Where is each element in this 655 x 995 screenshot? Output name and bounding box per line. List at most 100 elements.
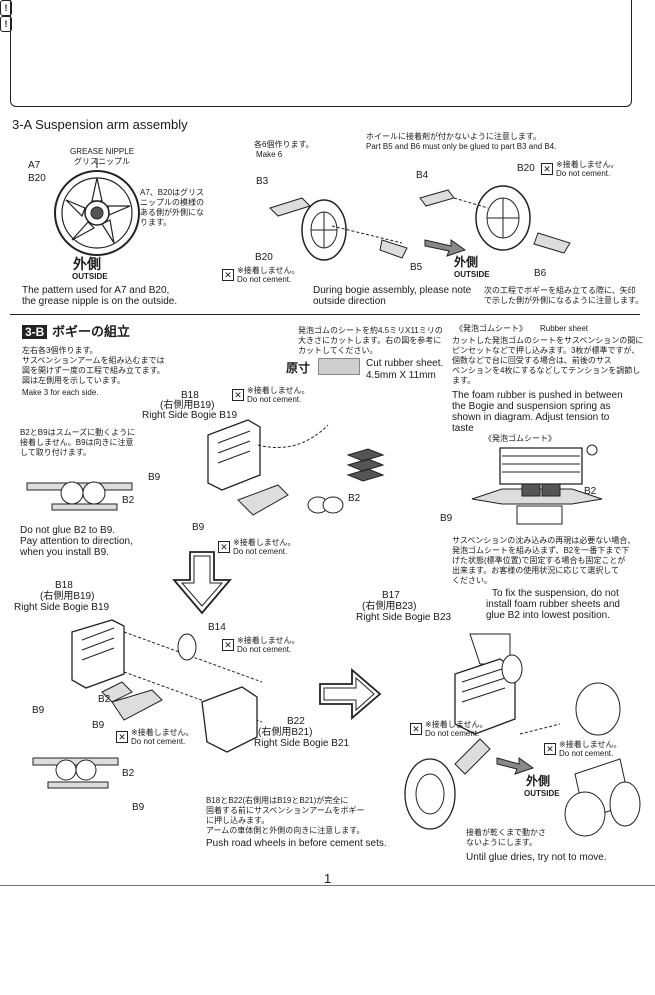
label-lower-b18: B18	[55, 580, 73, 591]
label-b9-right: B9	[440, 513, 453, 524]
no-glue-icon: ✕	[541, 163, 553, 175]
step-right-arrow-icon	[319, 668, 382, 720]
intro-jp-2: サスペンションアームを組み込むまでは	[22, 356, 165, 365]
sheet-jp-2: ピンセットなどで押し込みます。3枚が標準ですが、	[452, 346, 640, 355]
arm-b4-assembly-illustration	[419, 185, 571, 254]
fix-jp-3: げた状態(標準位置)で固定する場合も固定ことが	[452, 556, 626, 565]
label-lower-b2-2: B2	[122, 768, 135, 779]
push-jp-3: に押し込みます。	[206, 816, 270, 825]
outside-arrow-icon	[424, 239, 467, 257]
push-en: Push road wheels in before cement sets.	[206, 838, 387, 849]
label-lower-b2: B2	[98, 694, 111, 705]
label-b17: B17	[382, 590, 400, 601]
no-cement-3b-top: ✕ ※接着しません。 Do not cement.	[232, 386, 309, 404]
note-jp-4: ります。	[140, 218, 172, 227]
warning-jp: ホイールに接着剤が付かないように注意します。	[366, 132, 542, 141]
intro-jp-3: 図を開けず一度の工程で組み立てます。	[22, 366, 165, 375]
label-b2-left: B2	[122, 495, 135, 506]
no-cement-3b-lower: ✕ ※接着しません。 Do not cement.	[222, 636, 299, 654]
label-b22: B22	[287, 716, 305, 727]
during-1: During bogie assembly, please note	[313, 285, 472, 296]
rubber-jp-1: 発泡ゴムのシートを約4.5ミリX11ミリの	[298, 326, 443, 335]
label-b22-right: (右側用B21)	[258, 727, 313, 738]
fix-jp-4: 出来ます。お客様の使用状況に応じて選択して	[452, 566, 619, 575]
road-wheel-illustration	[54, 158, 140, 256]
note-b2-3: when you install B9.	[20, 547, 109, 558]
warning-icon: !	[0, 0, 12, 16]
outside-en-3a-right: OUTSIDE	[454, 270, 490, 279]
grease-nipple-jp: グリスニップル	[74, 157, 130, 166]
push-jp-4: アームの車体側と外側の向きに注意します。	[206, 826, 365, 835]
label-b20-mid: B20	[255, 252, 273, 263]
label-b4: B4	[416, 170, 429, 181]
label-b20: B20	[28, 173, 46, 184]
outside-jp-3a: 外側	[73, 256, 101, 272]
label-lower-b18-en: Right Side Bogie B19	[14, 602, 110, 613]
label-b3: B3	[256, 176, 269, 187]
no-cement-3b-lower-2: ✕ ※接着しません。 Do not cement.	[116, 728, 193, 746]
push-jp-1: B18とB22(右側用はB19とB21)が完全に	[206, 796, 349, 805]
fix-jp-1: サスペンションの沈み込みの再現は必要ない場合、	[452, 536, 636, 545]
b2b9-jp-2: 接着しません。B9は向きに注意	[20, 438, 134, 447]
fix-en-2: install foam rubber sheets and	[486, 599, 620, 610]
note-jp-3: ある側が外側にな	[140, 208, 204, 217]
rubber-jp-3: カットしてください。	[298, 346, 378, 355]
no-cement-3b-mid: ✕ ※接着しません。 Do not cement.	[218, 538, 295, 556]
dry-jp-2: ないようにします。	[466, 838, 538, 847]
label-b20-right: B20	[517, 163, 535, 174]
fix-jp-2: 発泡ゴムシートを組み込まず、B2を一番下まで下	[452, 546, 630, 555]
grease-nipple-en: GREASE NIPPLE	[70, 147, 135, 156]
warning-en: Part B5 and B6 must only be glued to par…	[366, 142, 557, 151]
no-glue-icon: ✕	[222, 639, 234, 651]
sheet-en-3: shown in diagram. Adjust tension to	[452, 412, 610, 423]
label-b2-right: B2	[584, 486, 597, 497]
label-b18: B18	[181, 390, 199, 401]
during-2: outside direction	[313, 296, 386, 307]
arm-b3-assembly-illustration	[269, 197, 408, 261]
dry-jp-1: 接着が乾くまで動かさ	[466, 828, 546, 837]
label-lower-b9-3: B9	[132, 802, 145, 813]
next-jp-2: で示した側が外側になるように注意します。	[484, 296, 644, 305]
label-b14: B14	[208, 622, 226, 633]
step-down-arrow-icon	[172, 551, 232, 615]
section-divider	[10, 314, 640, 315]
no-glue-icon: ✕	[232, 389, 244, 401]
label-b18-right: (右側用B19)	[160, 400, 215, 411]
sheet-jp-4: ペンションを4枚にするなどしてテンションを調節し	[452, 366, 641, 375]
no-cement-3a: ✕ ※接着しません。 Do not cement.	[222, 266, 299, 284]
no-cement-3b-right-2: ✕ ※接着しません。 Do not cement.	[544, 740, 621, 758]
cut-rubber-label: Cut rubber sheet.	[366, 358, 444, 369]
note-jp-1: A7、B20はグリス	[140, 188, 205, 197]
sheet-title-jp: 《発泡ゴムシート》	[455, 324, 527, 333]
bogie-final-assembly-illustration	[404, 633, 641, 837]
b2-b9-lower-parts-illustration	[32, 757, 119, 789]
no-cement-3b-right: ✕ ※接着しません。 Do not cement.	[410, 720, 487, 738]
intro-en: Make 3 for each side.	[22, 388, 99, 397]
bogie-b18-illustration	[207, 419, 385, 516]
label-lower-b9-2: B9	[92, 720, 105, 731]
note-b2-2: Pay attention to direction,	[20, 536, 133, 547]
no-glue-icon: ✕	[116, 731, 128, 743]
fix-en-3: glue B2 into lowest position.	[486, 610, 610, 621]
outside-jp-3a-right: 外側	[454, 255, 479, 269]
label-b9-mid: B9	[192, 522, 205, 533]
sheet-en-1: The foam rubber is pushed in between	[452, 390, 623, 401]
page-number: 1	[324, 871, 332, 886]
sheet-en-2: the Bogie and suspension spring as	[452, 401, 611, 412]
outside-arrow-icon-2	[496, 757, 535, 775]
label-a7: A7	[28, 160, 41, 171]
sheet-title-en: Rubber sheet	[540, 324, 589, 333]
caption-2: the grease nipple is on the outside.	[22, 296, 178, 307]
sheet-jp-1: カットした発泡ゴムのシートをサスペンションの間に	[452, 336, 644, 345]
label-lower-b9: B9	[32, 705, 45, 716]
b2b9-jp-1: B2とB9はスムーズに動くように	[20, 428, 136, 437]
bottom-divider	[0, 885, 655, 886]
cut-dims-label: 4.5mm X 11mm	[366, 370, 436, 381]
no-glue-icon: ✕	[544, 743, 556, 755]
rubber-jp-2: 大きさにカットします。右の図を参考に	[298, 336, 442, 345]
label-b17-en: Right Side Bogie B23	[356, 612, 452, 623]
fix-en-1: To fix the suspension, do not	[492, 588, 619, 599]
caption-1: The pattern used for A7 and B20,	[22, 285, 170, 296]
warning-icon-2: !	[0, 16, 12, 32]
b2-b9-parts-illustration	[26, 481, 133, 511]
